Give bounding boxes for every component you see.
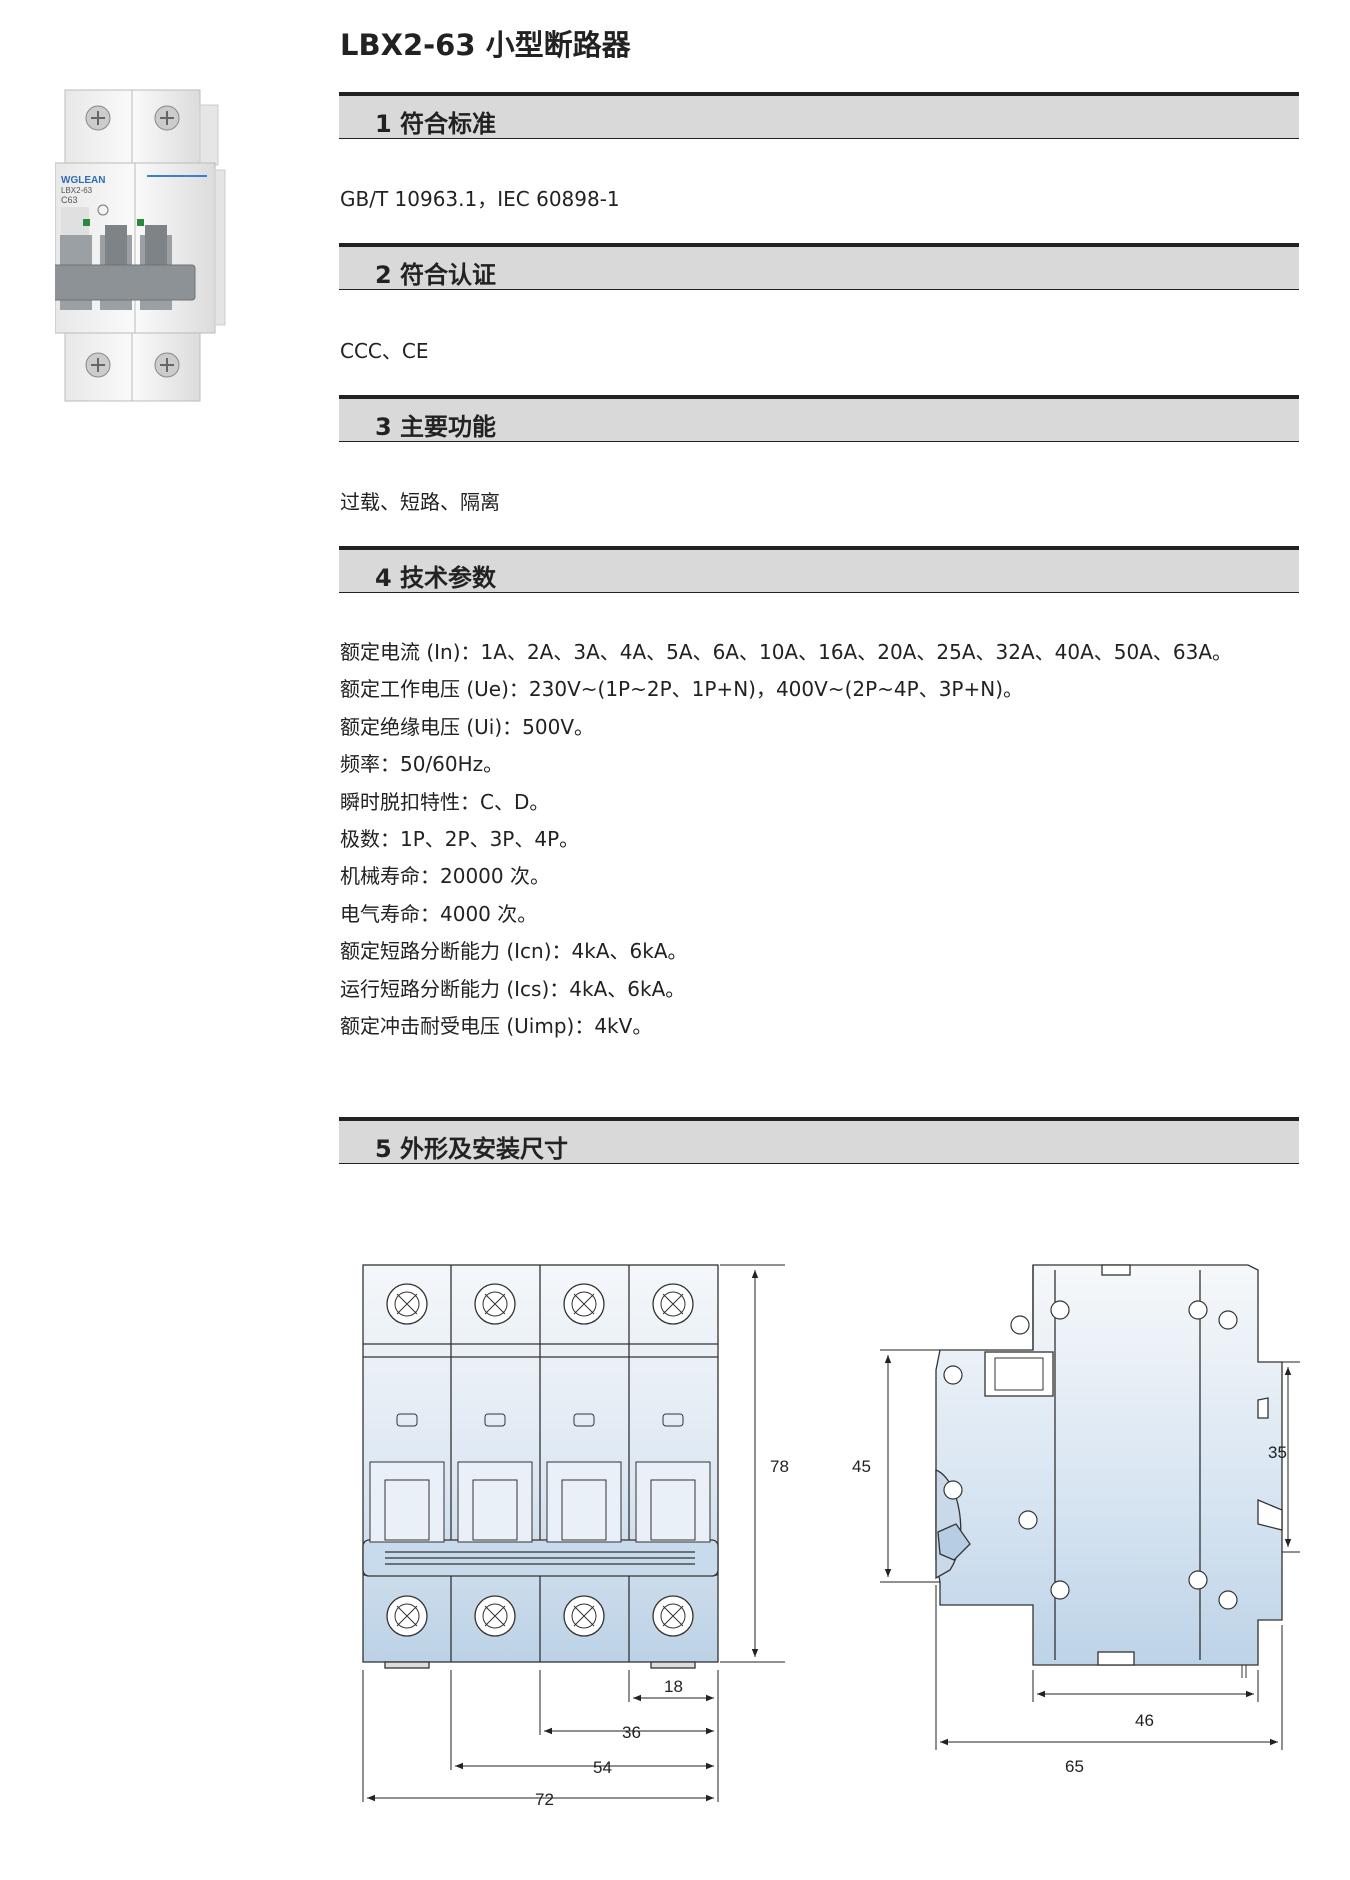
- section-header-functions: 3 主要功能: [339, 395, 1299, 442]
- dim-side-46: 46: [1135, 1711, 1154, 1730]
- parameter-item: 额定工作电压 (Ue)：230V~(1P~2P、1P+N)，400V~(2P~4…: [340, 677, 1024, 702]
- dim-side-65: 65: [1065, 1757, 1084, 1776]
- parameter-item: 电气寿命：4000 次。: [340, 901, 538, 926]
- standards-text: GB/T 10963.1，IEC 60898-1: [340, 187, 620, 211]
- dim-side-45: 45: [852, 1457, 871, 1476]
- dim-side-35: 35: [1268, 1443, 1287, 1462]
- dim-2p-36: 36: [622, 1723, 641, 1742]
- parameter-item: 额定电流 (In)：1A、2A、3A、4A、5A、6A、10A、16A、20A、…: [340, 640, 1233, 664]
- section-header-parameters: 4 技术参数: [339, 546, 1299, 593]
- parameter-item: 极数：1P、2P、3P、4P。: [340, 827, 580, 852]
- product-image: WGLEAN LBX2-63 C63: [55, 89, 226, 402]
- parameter-item: 频率：50/60Hz。: [340, 752, 504, 777]
- section-heading: 2 符合认证: [375, 261, 497, 289]
- parameter-item: 运行短路分断能力 (Ics)：4kA、6kA。: [340, 976, 686, 1001]
- dim-height-78: 78: [770, 1457, 789, 1476]
- side-view: [935, 1264, 1283, 1678]
- functions-text: 过载、短路、隔离: [340, 490, 500, 514]
- dim-3p-54: 54: [593, 1758, 612, 1777]
- product-model: LBX2-63: [61, 186, 93, 195]
- product-rating: C63: [61, 195, 78, 205]
- section-heading: 1 符合标准: [375, 110, 497, 138]
- parameter-item: 额定短路分断能力 (Icn)：4kA、6kA。: [340, 939, 688, 964]
- parameter-item: 额定绝缘电压 (Ui)：500V。: [340, 714, 595, 739]
- page-title: LBX2-63 小型断路器: [340, 28, 631, 62]
- dim-4p-72: 72: [535, 1790, 554, 1809]
- parameter-item: 额定冲击耐受电压 (Uimp)：4kV。: [340, 1014, 653, 1039]
- dim-pole-18: 18: [664, 1677, 683, 1696]
- front-view: [362, 1264, 719, 1669]
- section-header-standards: 1 符合标准: [339, 92, 1299, 139]
- parameter-item: 瞬时脱扣特性：C、D。: [340, 789, 550, 814]
- parameter-list: 额定电流 (In)：1A、2A、3A、4A、5A、6A、10A、16A、20A、…: [340, 634, 1232, 1045]
- section-header-dimensions: 5 外形及安装尺寸: [339, 1117, 1299, 1164]
- section-heading: 5 外形及安装尺寸: [375, 1135, 569, 1163]
- section-header-certification: 2 符合认证: [339, 243, 1299, 290]
- parameter-item: 机械寿命：20000 次。: [340, 864, 550, 889]
- certification-text: CCC、CE: [340, 339, 429, 363]
- section-heading: 3 主要功能: [375, 413, 497, 441]
- section-heading: 4 技术参数: [375, 564, 497, 592]
- dimension-drawing: 78 18 36 54 72 4: [362, 1264, 1300, 1809]
- product-brand: WGLEAN: [61, 175, 105, 186]
